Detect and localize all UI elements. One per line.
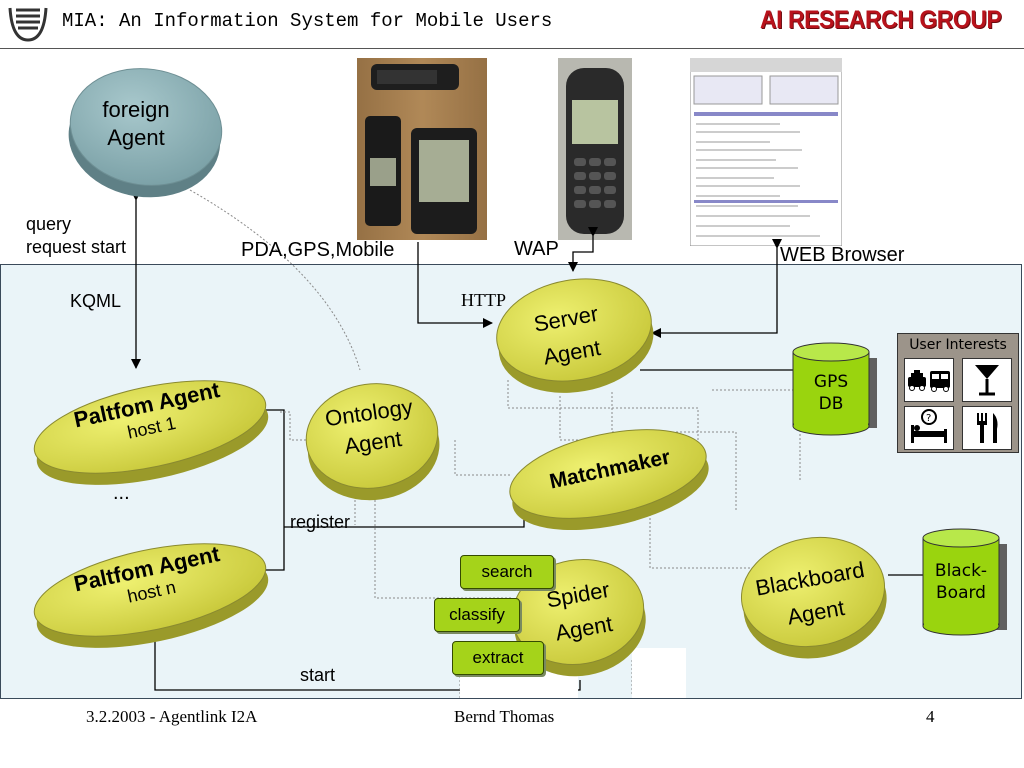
pda-gps-mobile-photo <box>357 58 487 240</box>
restaurant-icon <box>962 406 1012 450</box>
footer-date: 3.2.2003 - Agentlink I2A <box>86 707 258 726</box>
web-connector <box>651 239 782 338</box>
http-label: HTTP <box>461 290 506 310</box>
kqml-label: KQML <box>70 291 122 311</box>
blackboard-store-cylinder <box>922 528 1007 636</box>
platform-agent-n-node <box>33 543 269 648</box>
gps-db-cylinder <box>792 342 877 436</box>
wap-label: WAP <box>514 238 559 260</box>
wap-connector <box>568 227 598 272</box>
pda-gps-mobile-label: PDA,GPS,Mobile <box>241 239 395 261</box>
classify-task: classify <box>434 598 520 632</box>
matchmaker-node <box>509 429 709 531</box>
pda-http-connector <box>417 242 493 328</box>
svg-text:?: ? <box>926 413 931 424</box>
footer-author: Bernd Thomas <box>454 707 555 726</box>
title-bar <box>0 0 1024 49</box>
brand-logo: AI RESEARCH GROUP <box>760 6 1002 34</box>
web-browser-label: WEB Browser <box>780 244 905 266</box>
web-browser-screenshot <box>690 58 842 246</box>
user-interests-panel: User Interests ? <box>897 333 1019 453</box>
foreign-agent-node <box>68 68 223 198</box>
cocktail-icon <box>962 358 1012 402</box>
blackboard-agent-node <box>740 536 887 659</box>
register-label: register <box>290 512 351 532</box>
slide-title: MIA: An Information System for Mobile Us… <box>62 10 553 32</box>
user-interests-title: User Interests <box>909 337 1007 353</box>
platform-agent-1-node <box>33 380 269 485</box>
university-logo-icon <box>8 7 48 42</box>
search-task: search <box>460 555 554 589</box>
hotel-icon: ? <box>904 406 954 450</box>
blank-area-2 <box>460 672 578 698</box>
start-label: start <box>300 665 336 685</box>
extract-task: extract <box>452 641 544 675</box>
register-bracket <box>262 409 285 571</box>
start-connector <box>154 632 581 691</box>
ontology-agent-node <box>305 383 440 501</box>
taxi-bus-icon <box>904 358 954 402</box>
foreign-ontology-dotted <box>189 189 361 371</box>
blank-area <box>632 648 686 698</box>
blackboard-store-label: Black-Board <box>934 561 988 603</box>
server-agent-node <box>496 278 654 393</box>
ellipsis-label: ... <box>113 482 130 504</box>
wap-phone-photo <box>558 58 632 240</box>
footer-page-number: 4 <box>926 707 935 726</box>
